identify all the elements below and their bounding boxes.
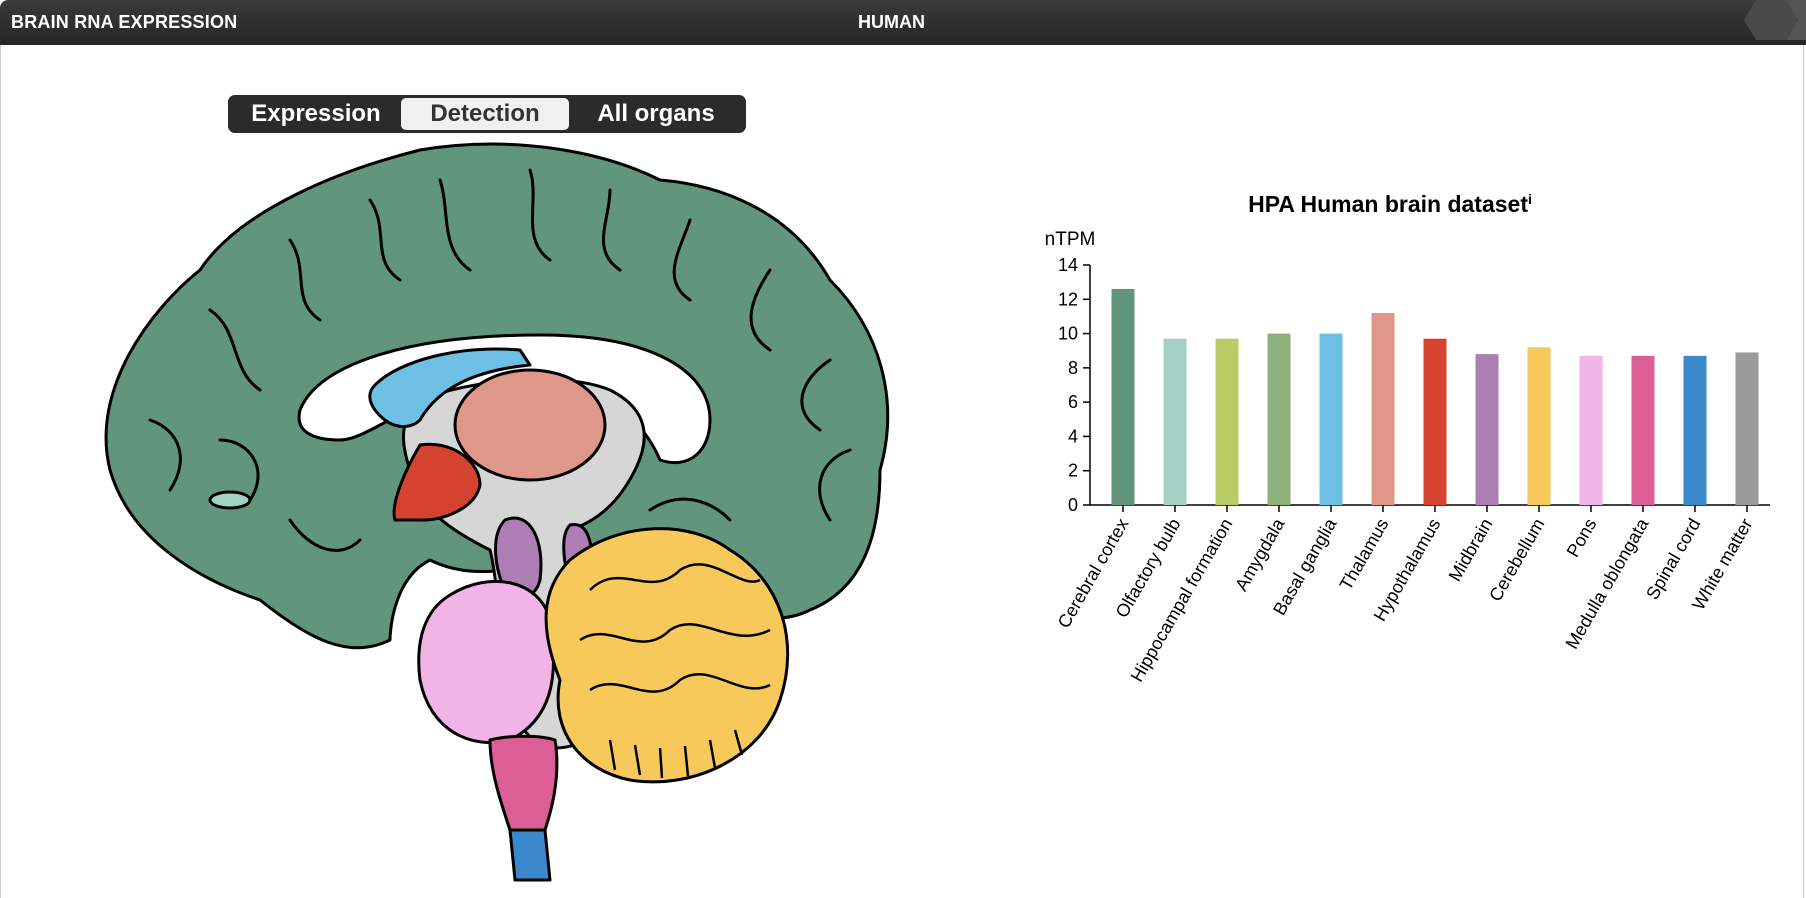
brain-region-hypothalamus[interactable] [392,442,482,522]
bar-cerebral-cortex [1111,289,1135,505]
tab-detection[interactable]: Detection [401,98,569,130]
panel-header: BRAIN RNA EXPRESSION HUMAN [0,0,1806,45]
x-tick-label: Thalamus [1336,515,1393,593]
y-tick-label: 8 [1068,358,1078,378]
brain-sulci [148,168,852,552]
bar-olfactory-bulb [1163,338,1187,505]
brain-expression-chart: HPA Human brain dataseti nTPM 0 2 4 6 8 10 12 14C… [1045,191,1770,685]
y-tick-label: 12 [1058,289,1078,309]
x-tick-label: Cerebellum [1485,515,1548,605]
y-tick-label: 14 [1058,255,1078,275]
bar-midbrain [1475,354,1499,505]
y-tick-label: 10 [1058,324,1078,344]
brain-region-pons[interactable] [417,579,556,744]
x-tick-label: Pons [1563,515,1601,561]
bar-amygdala [1267,333,1291,505]
brain-region-spinal-cord[interactable] [508,828,552,882]
brain-region-medulla-oblongata[interactable] [488,734,559,832]
brain-illustration [104,142,890,882]
bar-hypothalamus [1423,338,1447,505]
brain-region-cerebellum[interactable] [544,527,790,784]
bar-medulla-oblongata [1631,355,1655,505]
y-tick-label: 2 [1068,461,1078,481]
x-tick-label: Amygdala [1231,514,1289,594]
x-tick-label: Hippocampal formation [1127,515,1237,685]
cerebellum-folia [579,563,771,779]
bar-pons [1579,355,1603,505]
panel-title: BRAIN RNA EXPRESSION [11,12,238,32]
bar-thalamus [1371,313,1395,505]
brain-region-basal-ganglia[interactable] [368,347,532,429]
view-tabs: Expression Detection All organs [228,95,746,133]
chart-title-info-superscript[interactable]: i [1528,191,1532,207]
x-tick-label: Midbrain [1445,515,1497,585]
bar-white-matter [1735,352,1759,505]
y-tick-label: 4 [1068,426,1078,446]
bar-basal-ganglia [1319,333,1343,505]
tab-all-organs[interactable]: All organs [597,100,715,127]
brain-region-olfactory-bulb[interactable] [208,490,252,510]
y-tick-label: 0 [1068,495,1078,515]
panel-content: Expression Detection All organs [0,45,1804,898]
brain-region-thalamus[interactable] [453,368,607,482]
bar-hippocampal-formation [1215,338,1239,505]
tab-expression[interactable]: Expression [251,100,381,127]
species-title: HUMAN [858,12,925,32]
chart-title: HPA Human brain dataseti [1248,191,1532,217]
bar-spinal-cord [1683,355,1707,505]
y-tick-label: 6 [1068,392,1078,412]
corner-hexagon-icon [1744,0,1806,40]
bar-cerebellum [1527,347,1551,505]
y-axis-label: nTPM [1045,229,1096,250]
